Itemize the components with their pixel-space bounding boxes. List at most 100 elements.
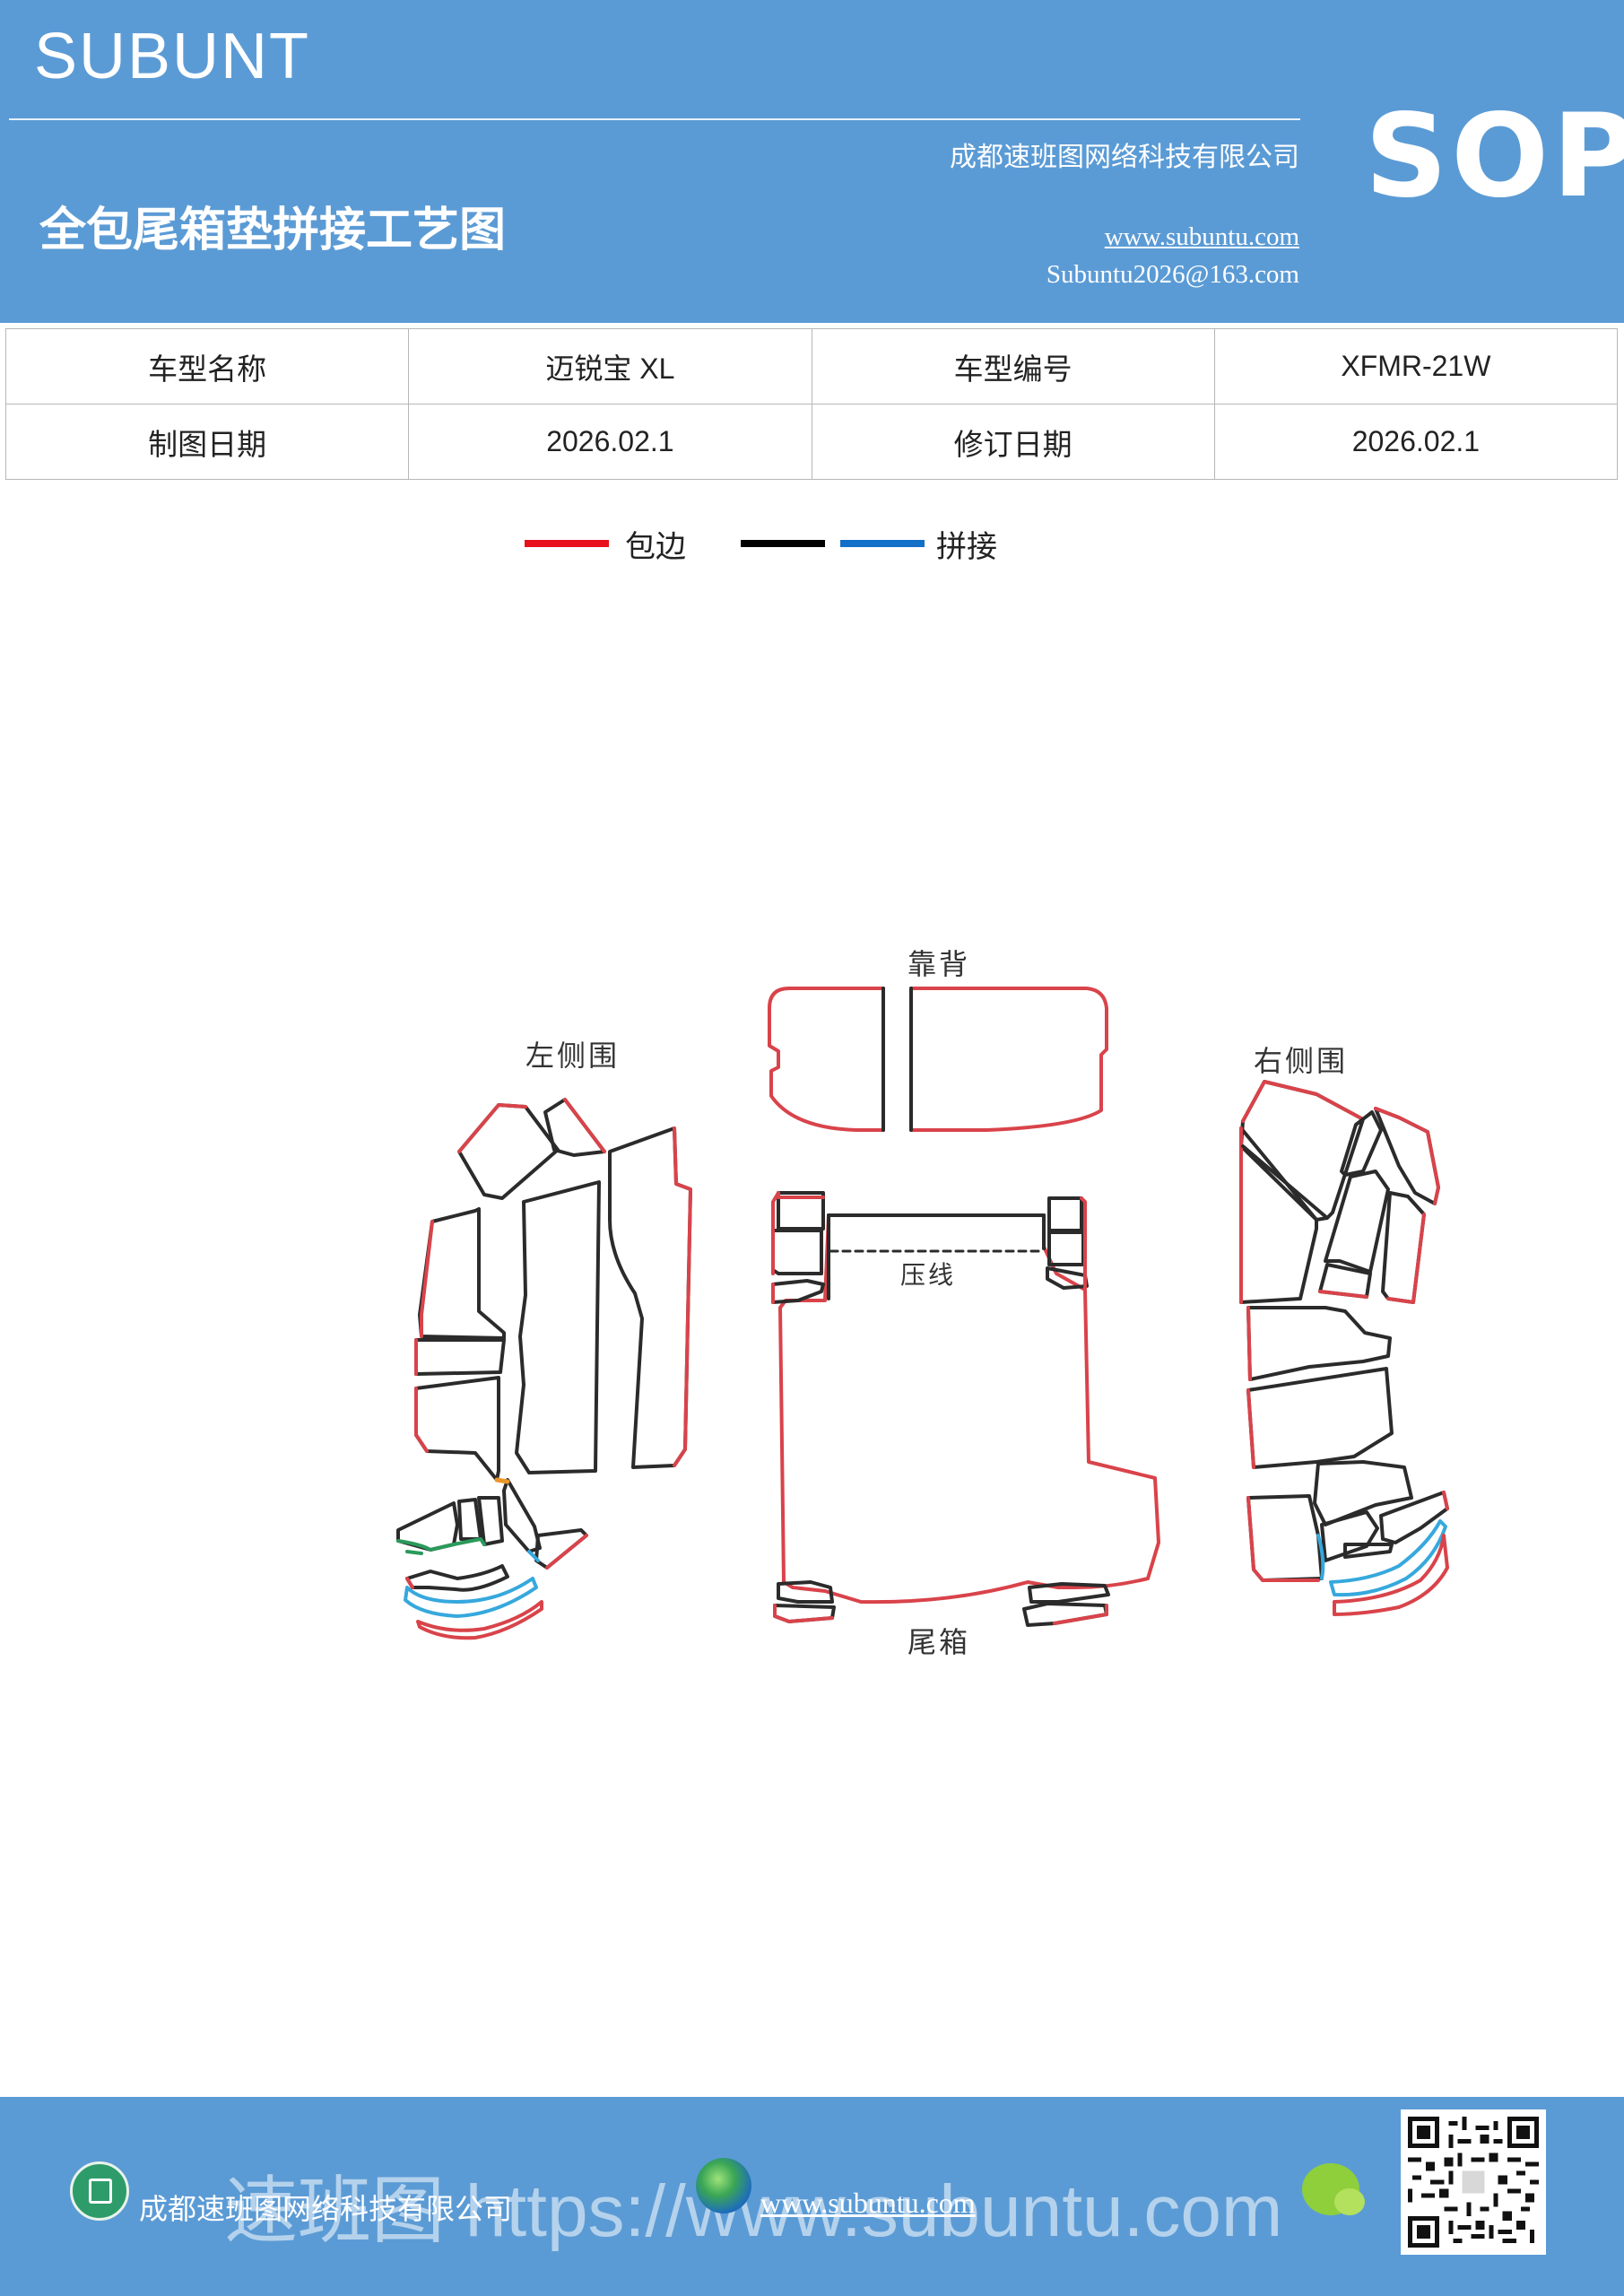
left-mid-panel-1 — [414, 1338, 506, 1376]
right-strip-1 — [1329, 1519, 1447, 1597]
left-orange-mark — [494, 1477, 510, 1484]
left-top-piece-1-edge — [457, 1103, 527, 1153]
sop-badge: SOP — [1365, 90, 1624, 223]
label-trunk: 尾箱 — [908, 1625, 971, 1659]
building-icon — [70, 2161, 129, 2221]
label-backrest: 靠背 — [908, 947, 971, 981]
trunk-mat-diagram: 靠背 左侧围 右侧围 压线 尾箱 — [0, 897, 1624, 1704]
right-strip-2 — [1333, 1534, 1449, 1616]
floor-bl-edge — [773, 1604, 834, 1623]
floor-tr-piece-2 — [1047, 1231, 1085, 1266]
left-bottom-piece-2 — [457, 1498, 482, 1541]
right-bottom-4-edge — [1442, 1491, 1449, 1510]
website-link[interactable]: www.subuntu.com — [1104, 222, 1299, 251]
left-bottom-piece-3 — [477, 1496, 504, 1546]
company-name: 成都速班图网络科技有限公司 — [950, 142, 1299, 173]
left-strip-1-edge — [405, 1577, 414, 1589]
draw-date-label: 制图日期 — [4, 404, 410, 480]
legend-swatch-blue — [840, 540, 925, 547]
wechat-icon — [1302, 2163, 1365, 2215]
revision-date-label: 修订日期 — [811, 404, 1215, 480]
right-panel-b-edge — [1246, 1388, 1255, 1469]
left-tall-panel — [515, 1180, 601, 1474]
legend-label-splice: 拼接 — [936, 529, 997, 565]
right-bottom-5 — [1343, 1543, 1394, 1559]
left-strip-3 — [416, 1600, 543, 1640]
legend-label-binding: 包边 — [625, 529, 686, 565]
footer-banner: 速班图 https://www.subuntu.com 成都速班图网络科技有限公… — [0, 2097, 1624, 2296]
right-bottom-3 — [1320, 1510, 1379, 1562]
table-row: 车型名称 迈锐宝 XL 车型编号 XFMR-21W — [4, 328, 1619, 404]
floor-br-edge — [1053, 1604, 1108, 1625]
floor-tr-piece-3 — [1046, 1266, 1089, 1290]
backrest-left-outer — [768, 987, 885, 1132]
floor-bl-piece-1 — [777, 1580, 834, 1604]
email-address: Subuntu2026@163.com — [1046, 260, 1299, 289]
left-green-seam-2 — [405, 1550, 423, 1555]
footer-company-name: 成都速班图网络科技有限公司 — [139, 2192, 513, 2226]
floor-tl-piece-2 — [771, 1229, 823, 1275]
left-strip-1 — [405, 1564, 509, 1592]
legend-swatch-black — [741, 540, 825, 547]
legend: 包边 拼接 — [0, 522, 1624, 576]
floor-tl-edge — [771, 1191, 780, 1275]
right-panel-a-edge — [1246, 1306, 1252, 1381]
right-bottom-1-edge — [1246, 1496, 1320, 1582]
floor-tr-edge — [1080, 1196, 1087, 1290]
header-divider — [9, 118, 1300, 120]
backrest-panels — [768, 987, 1108, 1132]
vehicle-info-table: 车型名称 迈锐宝 XL 车型编号 XFMR-21W 制图日期 2026.02.1… — [4, 328, 1619, 480]
left-side-panels — [396, 1098, 692, 1640]
right-mid-cluster-4 — [1381, 1191, 1426, 1304]
left-outer-panel-edge — [673, 1126, 692, 1467]
label-left-side: 左侧围 — [525, 1039, 621, 1073]
footer-website-link[interactable]: www.subuntu.com — [760, 2187, 976, 2219]
legend-swatch-red — [525, 540, 609, 547]
left-blue-joint — [527, 1550, 540, 1562]
left-top-piece-1 — [457, 1103, 560, 1200]
label-press-line: 压线 — [900, 1260, 957, 1290]
right-bottom-2 — [1313, 1460, 1413, 1526]
footer-watermark: 速班图 https://www.subuntu.com — [224, 2170, 1283, 2252]
model-name-value: 迈锐宝 XL — [408, 328, 812, 404]
diagram-svg — [396, 987, 1449, 1640]
trunk-floor-outer — [778, 1213, 1160, 1605]
right-blue-seam-1 — [1316, 1534, 1325, 1580]
left-bottom-piece-5-edge — [545, 1534, 588, 1570]
document-title: 全包尾箱垫拼接工艺图 — [39, 203, 507, 257]
right-mid-cluster-4-edge — [1386, 1213, 1426, 1304]
qr-code — [1401, 2109, 1546, 2255]
left-mid-panel-2 — [414, 1376, 500, 1482]
right-panel-b — [1246, 1367, 1394, 1469]
backrest-right-outer — [909, 987, 1108, 1132]
right-top-panel-edge — [1241, 1080, 1365, 1123]
table-row: 制图日期 2026.02.1 修订日期 2026.02.1 — [4, 404, 1619, 480]
brand-name: SUBUNT — [34, 21, 311, 92]
right-bottom-4 — [1379, 1491, 1449, 1544]
floor-br-piece-1 — [1028, 1582, 1110, 1604]
right-panel-a — [1246, 1306, 1392, 1381]
floor-tl-piece-1 — [777, 1191, 825, 1231]
label-right-side: 右侧围 — [1254, 1044, 1349, 1078]
right-diagonal-seam — [1241, 1144, 1329, 1220]
model-code-value: XFMR-21W — [1213, 328, 1619, 404]
left-green-seam — [396, 1537, 486, 1552]
left-strip-2 — [404, 1577, 538, 1618]
left-bottom-piece-5 — [534, 1528, 588, 1570]
left-outer-panel — [608, 1126, 692, 1469]
right-mid-cluster-5-edge — [1318, 1290, 1368, 1299]
floor-tr-piece-1 — [1047, 1196, 1083, 1232]
model-name-label: 车型名称 — [4, 328, 410, 404]
qr-code-icon — [1408, 2117, 1539, 2248]
left-upper-panel-edge — [420, 1220, 434, 1338]
draw-date-value: 2026.02.1 — [408, 404, 812, 480]
globe-icon — [696, 2158, 751, 2213]
left-mid-panel-2-edge — [414, 1387, 429, 1453]
right-mid-cluster-3 — [1324, 1170, 1390, 1274]
right-side-panels — [1239, 1080, 1449, 1616]
right-mid-cluster-1 — [1340, 1110, 1383, 1177]
model-code-label: 车型编号 — [811, 328, 1215, 404]
left-top-piece-2 — [543, 1098, 606, 1157]
left-top-piece-2-edge — [563, 1098, 606, 1153]
header-banner: SUBUNT 全包尾箱垫拼接工艺图 成都速班图网络科技有限公司 www.subu… — [0, 0, 1624, 323]
